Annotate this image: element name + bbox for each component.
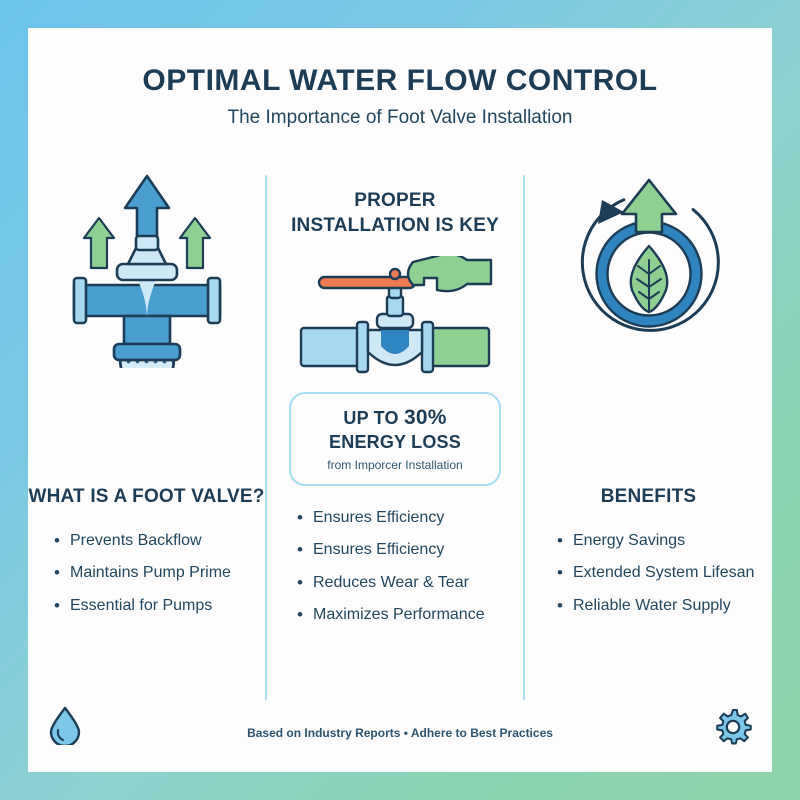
left-column-bullets: Prevents Backflow Maintains Pump Prime E… xyxy=(52,530,265,617)
eco-cycle-illustration xyxy=(525,168,772,368)
callout-line1: UP TO 30% xyxy=(301,406,489,430)
poster-canvas: OPTIMAL WATER FLOW CONTROL The Importanc… xyxy=(28,28,772,772)
column-proper-installation: PROPER INSTALLATION IS KEY xyxy=(267,168,523,638)
column-what-is-a-foot-valve: WHAT IS A FOOT VALVE? Prevents Backflow … xyxy=(28,168,265,628)
center-column-heading-line2: INSTALLATION IS KEY xyxy=(291,214,499,236)
list-item: Ensures Efficiency xyxy=(295,507,523,529)
energy-loss-callout: UP TO 30% ENERGY LOSS from Imporcer Inst… xyxy=(289,391,501,486)
poster-header: OPTIMAL WATER FLOW CONTROL The Importanc… xyxy=(28,64,772,129)
list-item: Prevents Backflow xyxy=(52,530,265,552)
column-divider-left xyxy=(265,175,267,700)
list-item: Maximizes Performance xyxy=(295,604,523,626)
column-divider-right xyxy=(523,175,525,700)
column-benefits: BENEFITS Energy Savings Extended System … xyxy=(525,168,772,628)
page-subtitle: The Importance of Foot Valve Installatio… xyxy=(227,106,573,128)
list-item: Maintains Pump Prime xyxy=(52,562,265,584)
callout-subtext: from Imporcer Installation xyxy=(327,458,463,473)
gear-icon xyxy=(714,707,752,750)
list-item: Reliable Water Supply xyxy=(555,595,772,617)
right-column-heading: BENEFITS xyxy=(600,486,697,507)
list-item: Reduces Wear & Tear xyxy=(295,572,523,594)
foot-valve-illustration xyxy=(28,168,265,405)
center-column-heading-line1: PROPER xyxy=(354,190,436,211)
water-drop-icon xyxy=(48,705,82,750)
page-title: OPTIMAL WATER FLOW CONTROL xyxy=(142,64,658,97)
center-column-bullets: Ensures Efficiency Ensures Efficiency Re… xyxy=(295,507,523,627)
footer-note: Based on Industry Reports • Adhere to Be… xyxy=(247,726,553,740)
callout-percent-value: 30% xyxy=(403,405,447,429)
callout-line2: ENERGY LOSS xyxy=(329,431,461,452)
valve-wrench-illustration xyxy=(267,252,523,386)
list-item: Extended System Lifesan xyxy=(555,562,772,584)
list-item: Energy Savings xyxy=(555,530,772,552)
list-item: Essential for Pumps xyxy=(52,595,265,617)
list-item: Ensures Efficiency xyxy=(295,539,523,561)
callout-prefix: UP TO xyxy=(343,407,404,428)
left-column-heading: WHAT IS A FOOT VALVE? xyxy=(28,486,265,507)
right-column-bullets: Energy Savings Extended System Lifesan R… xyxy=(555,530,772,617)
